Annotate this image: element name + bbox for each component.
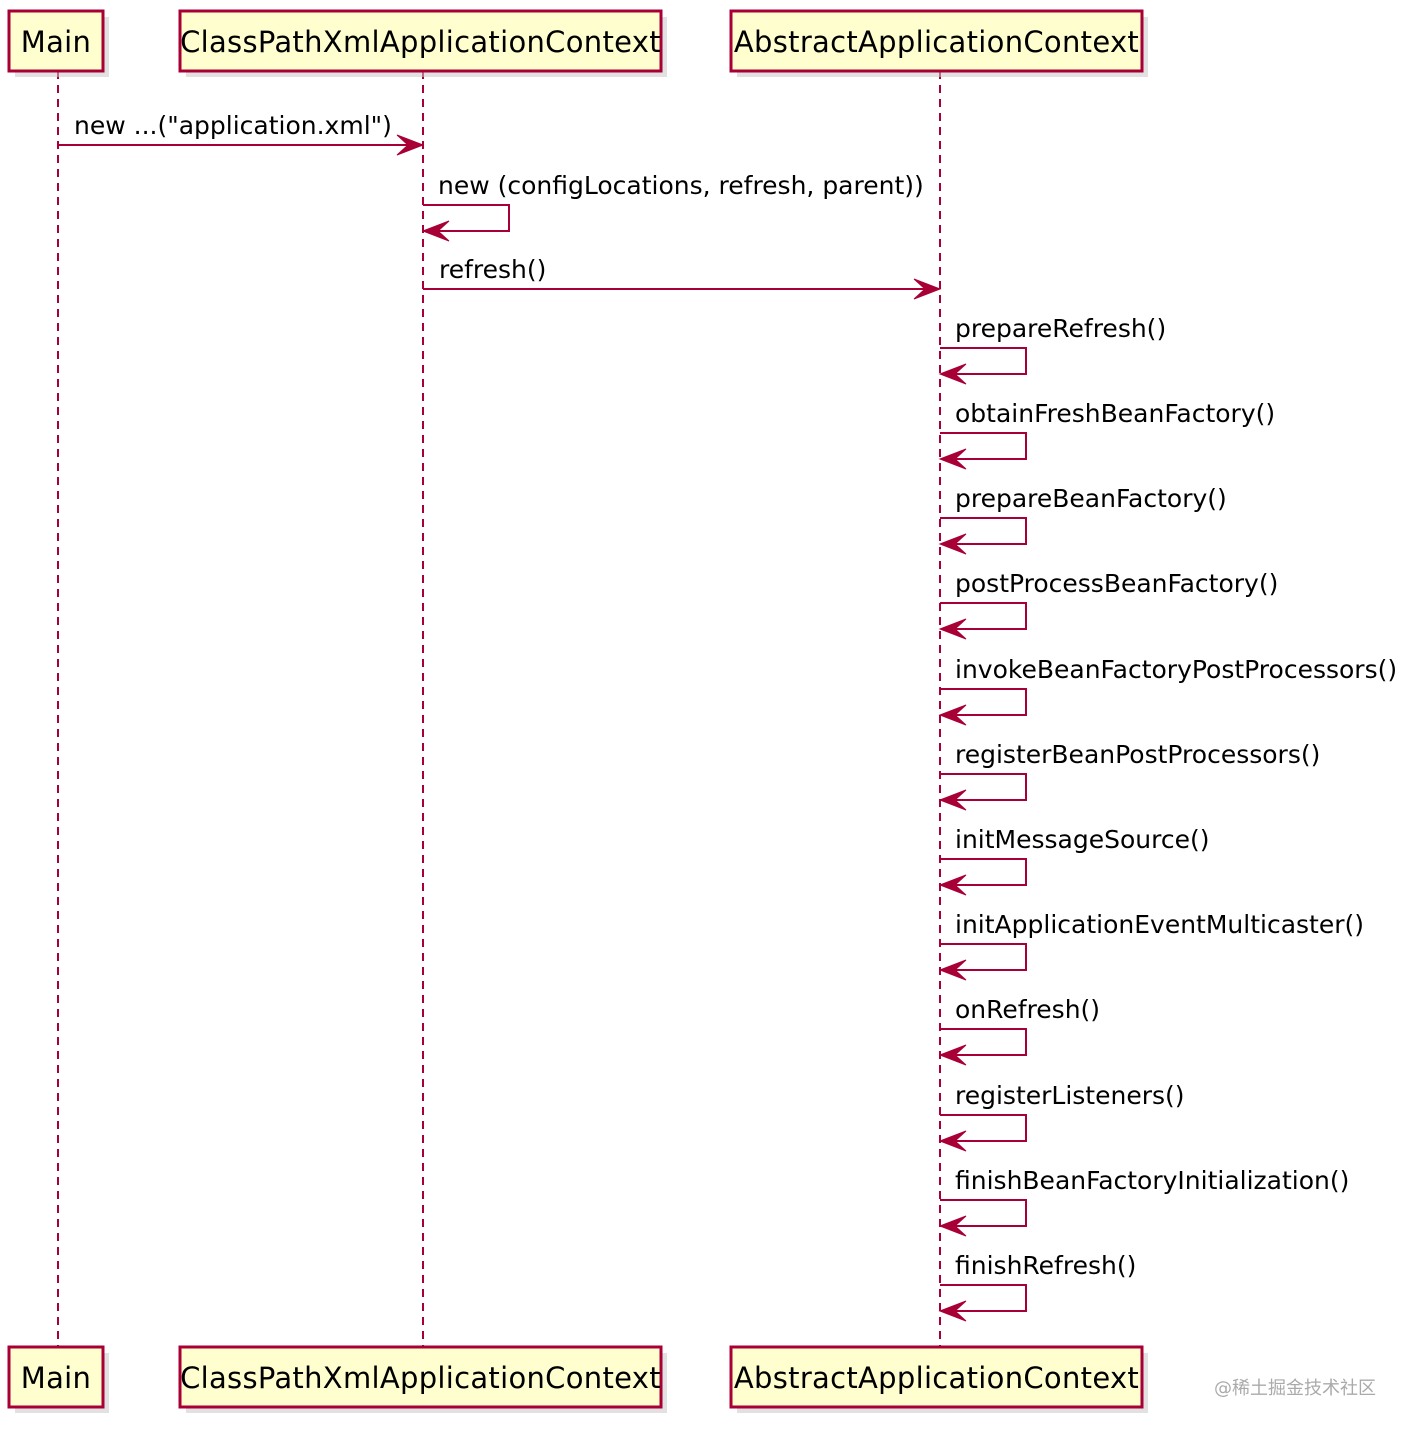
self-message-line — [940, 517, 1027, 545]
message-14: finishBeanFactoryInitialization() — [938, 1166, 1349, 1237]
arrowhead — [938, 363, 967, 385]
message-4: prepareRefresh() — [938, 314, 1166, 385]
arrowhead — [938, 533, 967, 555]
self-message-line — [940, 1284, 1027, 1312]
self-message-line — [940, 1199, 1027, 1227]
message-3: refresh() — [423, 255, 942, 300]
message-label: registerBeanPostProcessors() — [955, 740, 1320, 769]
participant-box — [7, 1345, 105, 1409]
participant-label: Main — [21, 1361, 91, 1395]
message-15: finishRefresh() — [938, 1251, 1136, 1322]
self-message-line — [940, 688, 1027, 716]
self-message-line — [940, 432, 1027, 460]
message-10: initMessageSource() — [938, 825, 1209, 896]
arrowhead — [913, 278, 942, 300]
participant-aac-top: AbstractApplicationContext — [729, 9, 1148, 77]
message-label: prepareBeanFactory() — [955, 484, 1227, 513]
message-8: invokeBeanFactoryPostProcessors() — [938, 655, 1397, 726]
message-6: prepareBeanFactory() — [938, 484, 1227, 555]
participant-cpx-bottom: ClassPathXmlApplicationContext — [178, 1345, 667, 1413]
participant-box — [178, 9, 663, 73]
arrowhead — [938, 789, 967, 811]
arrowhead — [938, 1044, 967, 1066]
message-9: registerBeanPostProcessors() — [938, 740, 1320, 811]
self-message-line — [940, 1028, 1027, 1056]
message-12: onRefresh() — [938, 995, 1100, 1066]
message-label: initMessageSource() — [955, 825, 1209, 854]
self-message-line — [940, 943, 1027, 971]
arrowhead — [938, 448, 967, 470]
self-message-line — [423, 204, 510, 232]
participant-box — [729, 1345, 1144, 1409]
message-7: postProcessBeanFactory() — [938, 569, 1278, 640]
participant-main-top: Main — [7, 9, 109, 77]
participant-cpx-top: ClassPathXmlApplicationContext — [178, 9, 667, 77]
message-1: new ...("application.xml") — [58, 111, 425, 156]
message-label: prepareRefresh() — [955, 314, 1166, 343]
participant-label: ClassPathXmlApplicationContext — [180, 25, 661, 59]
message-13: registerListeners() — [938, 1081, 1185, 1152]
message-label: obtainFreshBeanFactory() — [955, 399, 1275, 428]
arrowhead — [938, 704, 967, 726]
arrowhead — [938, 1130, 967, 1152]
participant-box — [178, 1345, 663, 1409]
arrowhead — [938, 874, 967, 896]
message-11: initApplicationEventMulticaster() — [938, 910, 1364, 981]
arrowhead — [938, 1300, 967, 1322]
message-label: invokeBeanFactoryPostProcessors() — [955, 655, 1397, 684]
message-label: postProcessBeanFactory() — [955, 569, 1278, 598]
arrowhead — [938, 1215, 967, 1237]
arrowhead — [421, 220, 450, 242]
message-label: finishRefresh() — [955, 1251, 1136, 1280]
message-label: registerListeners() — [955, 1081, 1185, 1110]
participant-label: AbstractApplicationContext — [734, 1361, 1139, 1395]
participant-aac-bottom: AbstractApplicationContext — [729, 1345, 1148, 1413]
arrowhead — [938, 959, 967, 981]
participant-box — [729, 9, 1144, 73]
self-message-line — [940, 858, 1027, 886]
self-message-line — [940, 602, 1027, 630]
message-5: obtainFreshBeanFactory() — [938, 399, 1275, 470]
message-label: onRefresh() — [955, 995, 1100, 1024]
participant-label: AbstractApplicationContext — [734, 25, 1139, 59]
message-label: initApplicationEventMulticaster() — [955, 910, 1364, 939]
arrowhead — [396, 134, 425, 156]
arrowhead — [938, 618, 967, 640]
message-2: new (configLocations, refresh, parent)) — [421, 171, 924, 242]
watermark: @稀土掘金技术社区 — [1214, 1378, 1376, 1399]
participant-label: Main — [21, 25, 91, 59]
message-label: finishBeanFactoryInitialization() — [955, 1166, 1349, 1195]
self-message-line — [940, 773, 1027, 801]
participant-main-bottom: Main — [7, 1345, 109, 1413]
self-message-line — [940, 347, 1027, 375]
message-label: new ...("application.xml") — [74, 111, 392, 140]
message-label: new (configLocations, refresh, parent)) — [438, 171, 924, 200]
participant-box — [7, 9, 105, 73]
participant-label: ClassPathXmlApplicationContext — [180, 1361, 661, 1395]
message-label: refresh() — [439, 255, 546, 284]
self-message-line — [940, 1114, 1027, 1142]
